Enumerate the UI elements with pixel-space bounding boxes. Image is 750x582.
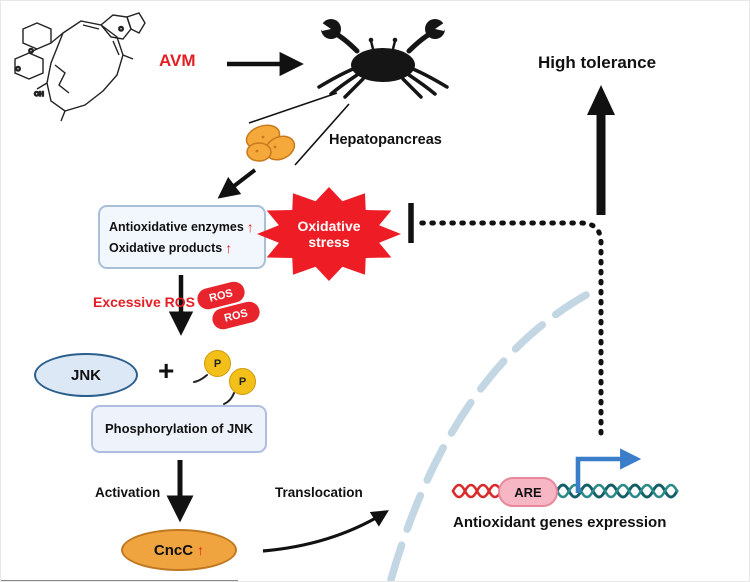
figure-crop-line [1,580,238,581]
atom-label: OH [34,91,44,98]
phosphorylation-box: Phosphorylation of JNK [91,405,267,453]
plus-sign: + [158,355,175,386]
antioxidative-enzymes-label: Antioxidative enzymes [109,219,244,234]
up-arrow-icon: ↑ [197,542,205,558]
hepatopancreas-icon [245,124,296,162]
atom-label: O [15,66,20,73]
antioxidative-enzymes-row: Antioxidative enzymes ↑ [109,219,264,235]
phosphate-tails [193,374,235,405]
translocation-arrow [262,510,389,553]
oxidative-stress-label: Oxidative stress [297,217,361,250]
transcription-start-arrow [575,448,642,493]
oxidative-products-label: Oxidative products [109,240,223,255]
oxidative-products-row: Oxidative products ↑ [109,240,264,256]
high-tolerance-arrow [587,85,615,215]
activation-label: Activation [95,485,161,500]
avm-label: AVM [159,51,196,70]
antioxidant-genes-label: Antioxidant genes expression [453,514,667,531]
crab-icon [315,18,451,99]
dna-red-segment [451,483,503,499]
phosphate-icon: P [229,368,256,395]
excessive-ros-label: Excessive ROS [93,294,195,310]
dna-teal-segment [555,483,679,499]
up-arrow-icon: ↑ [225,239,233,256]
jnk-oval: JNK [34,353,138,397]
up-arrow-icon: ↑ [246,218,254,235]
hepatopancreas-label: Hepatopancreas [329,132,442,148]
cncc-oval: CncC ↑ [121,529,237,571]
avm-chemical-structure-icon: O O O OH [14,12,146,122]
phosphate-icon: P [204,350,231,377]
translocation-label: Translocation [275,485,363,500]
cncc-label: CncC [153,541,194,559]
are-element: ARE [498,477,558,507]
inhibition-dotted-line [408,203,604,436]
hepatopancreas-callout [245,92,350,166]
hepatopancreas-to-box-arrow [217,168,257,199]
atom-label: O [28,48,33,55]
antioxidative-box: Antioxidative enzymes ↑ Oxidative produc… [98,205,266,269]
phosphorylation-label: Phosphorylation of JNK [104,420,254,436]
high-tolerance-label: High tolerance [538,53,657,72]
atom-label: O [118,26,123,33]
nuclear-membrane [386,291,590,581]
